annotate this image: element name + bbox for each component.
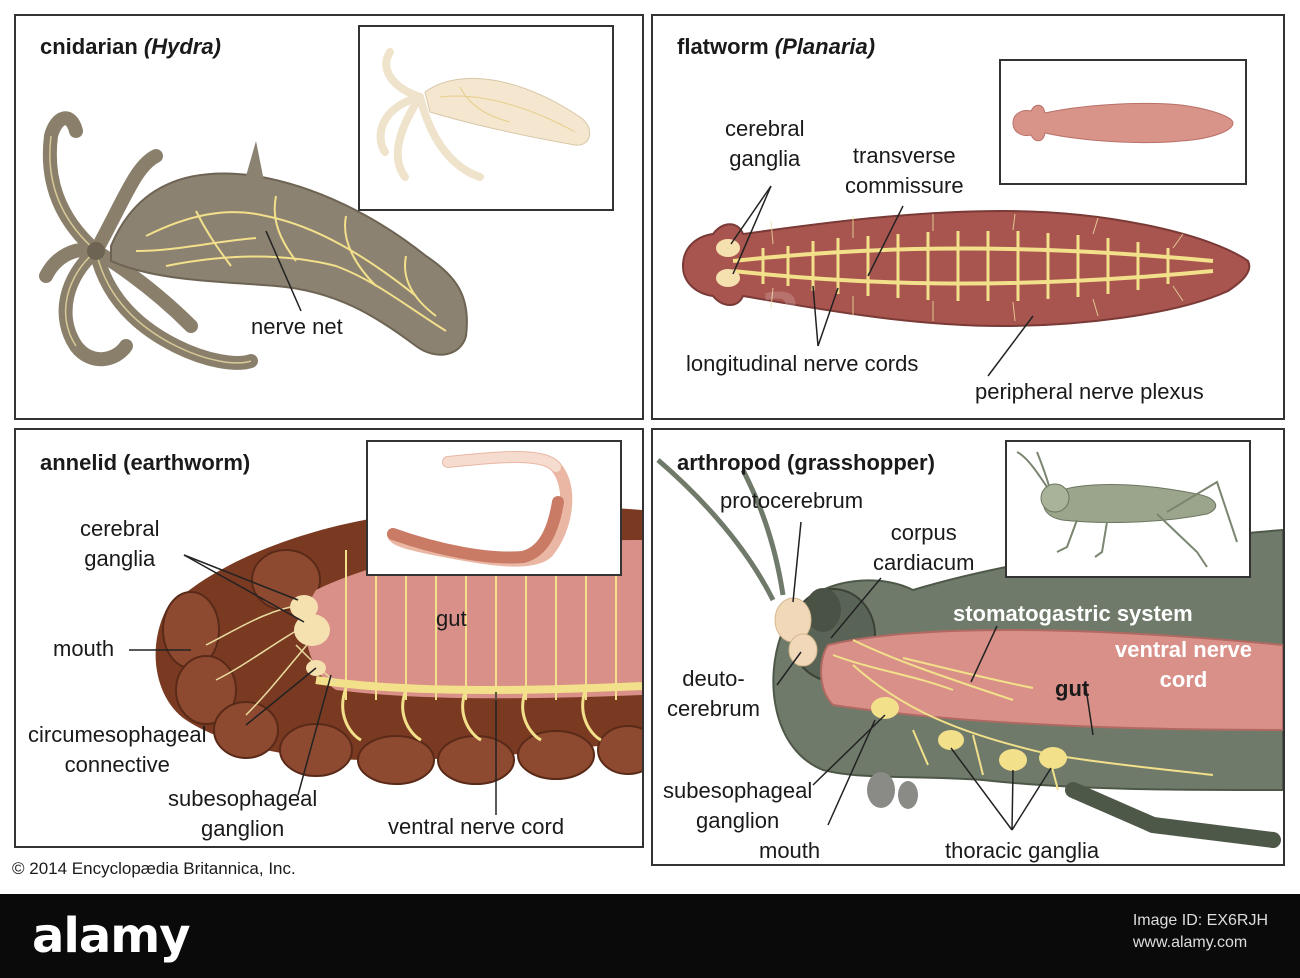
label-transverse-commissure: transverse commissure	[845, 143, 964, 198]
planaria-inset-icon	[1012, 102, 1234, 144]
hydra-inset-icon	[376, 48, 590, 181]
image-id: Image ID: EX6RJH	[1132, 912, 1268, 929]
label-corpus-cardiacum: corpus cardiacum	[873, 520, 975, 575]
panel-title-annelid: annelid (earthworm)	[40, 450, 251, 475]
label-ventral-nerve-cord: ventral nerve cord	[1115, 637, 1252, 692]
planaria-illustration	[681, 185, 1251, 377]
hydra-illustration	[39, 111, 468, 370]
grasshopper-illustration	[656, 458, 1283, 848]
earthworm-inset-icon	[387, 451, 573, 567]
label-stomatogastric-system: stomatogastric system	[953, 601, 1193, 626]
label-cerebral-ganglia: cerebral ganglia	[80, 516, 160, 571]
panel-annelid: annelid (earthworm) cerebral ganglia mou…	[14, 428, 644, 848]
label-mouth: mouth	[759, 838, 821, 863]
panel-title-cnidarian: cnidarian (Hydra)	[40, 34, 221, 59]
earthworm-illustration	[129, 505, 642, 815]
alamy-footer-bar: alamy Image ID: EX6RJH www.alamy.com	[0, 894, 1300, 978]
label-subesophageal-ganglion: subesophageal ganglion	[663, 778, 813, 833]
label-longitudinal-nerve-cords: longitudinal nerve cords	[686, 351, 919, 376]
label-peripheral-nerve-plexus: peripheral nerve plexus	[975, 379, 1204, 404]
label-ventral-nerve-cord: ventral nerve cord	[388, 814, 565, 839]
site-link[interactable]: www.alamy.com	[1132, 934, 1248, 951]
footer-meta: Image ID: EX6RJH www.alamy.com	[1133, 910, 1268, 954]
copyright-notice: © 2014 Encyclopædia Britannica, Inc.	[12, 859, 296, 878]
label-deutocerebrum: deuto- cerebrum	[667, 666, 760, 721]
label-gut: gut	[1055, 676, 1090, 701]
panel-cnidarian: cnidarian (Hydra) nerve net	[14, 14, 644, 420]
label-subesophageal-ganglion: subesophageal ganglion	[168, 786, 318, 841]
label-protocerebrum: protocerebrum	[720, 488, 864, 513]
panel-title-flatworm: flatworm (Planaria)	[677, 34, 876, 59]
label-cerebral-ganglia: cerebral ganglia	[725, 116, 805, 171]
inset-planaria	[999, 59, 1247, 185]
label-mouth: mouth	[53, 636, 115, 661]
label-gut: gut	[436, 606, 467, 631]
grasshopper-inset-icon	[1016, 451, 1238, 568]
alamy-watermark-text: a	[760, 270, 801, 340]
label-nerve-net: nerve net	[251, 314, 343, 339]
inset-hydra	[358, 25, 614, 211]
label-thoracic-ganglia: thoracic ganglia	[945, 838, 1100, 863]
panel-flatworm: flatworm (Planaria) cerebral ganglia tra…	[651, 14, 1285, 420]
panel-title-arthropod: arthropod (grasshopper)	[677, 450, 935, 475]
title-italic: (Hydra)	[143, 34, 221, 59]
inset-earthworm	[366, 440, 622, 576]
panel-arthropod: arthropod (grasshopper) protocerebrum co…	[651, 428, 1285, 866]
label-circumesophageal-connective: circumesophageal connective	[28, 722, 207, 777]
inset-grasshopper	[1005, 440, 1251, 578]
alamy-logo[interactable]: alamy	[32, 908, 191, 964]
title-italic: (Planaria)	[774, 34, 876, 59]
